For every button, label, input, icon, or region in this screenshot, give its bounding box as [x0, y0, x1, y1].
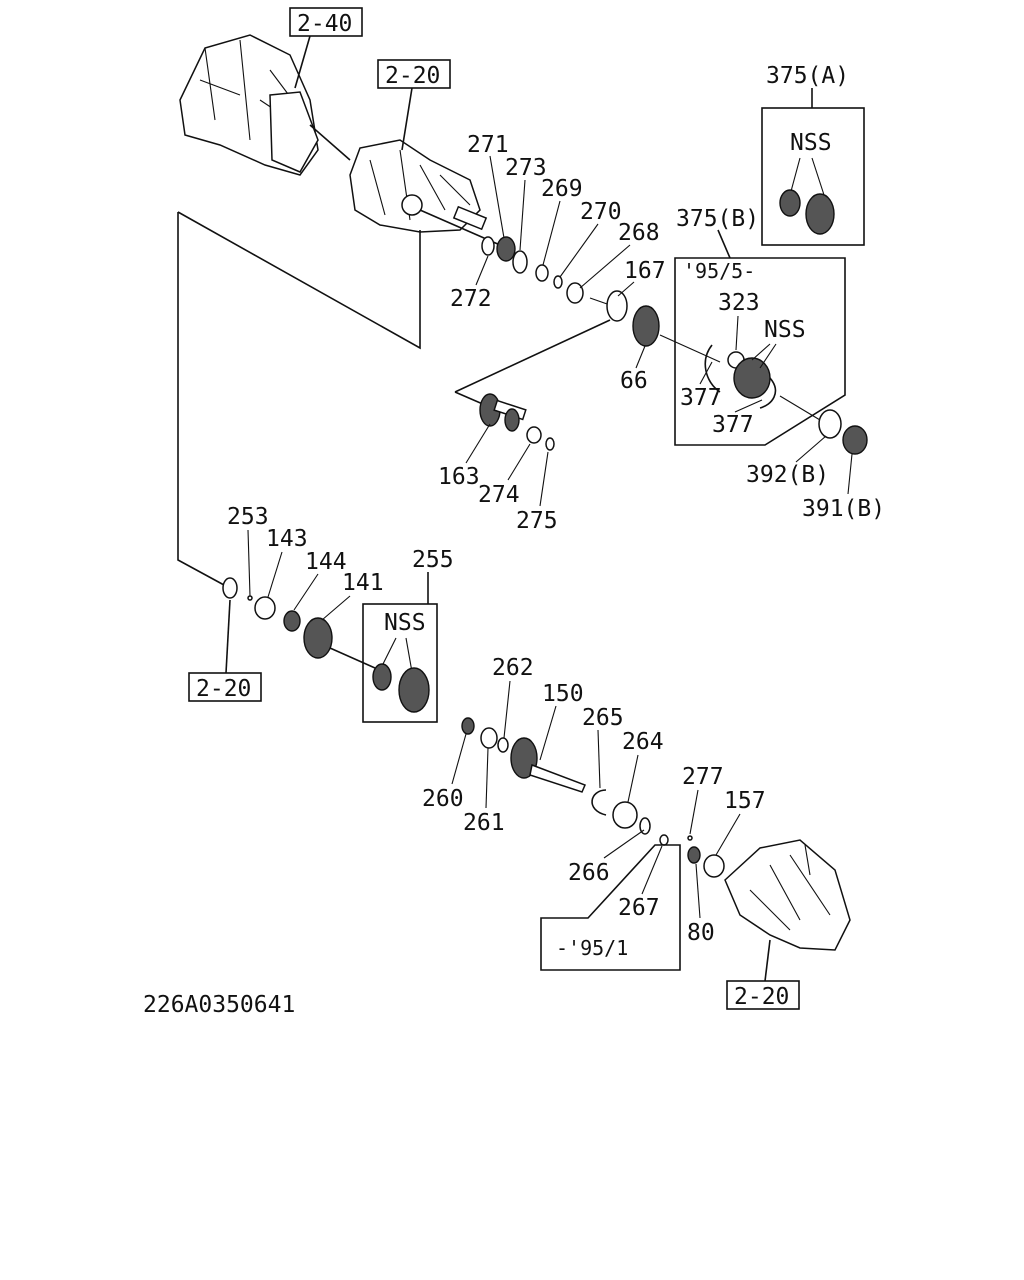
ref-box-2-40: 2-40: [289, 7, 363, 89]
group-375b-label: 375(B): [676, 206, 759, 232]
early-range-label: -'95/1: [556, 936, 628, 960]
part-261: 261: [463, 810, 505, 836]
part-265: 265: [582, 705, 624, 731]
part-144: 144: [305, 549, 347, 575]
part-377-b: 377: [712, 412, 754, 438]
group-375a-nss: NSS: [790, 130, 832, 156]
part-253: 253: [227, 504, 269, 530]
part-143: 143: [266, 526, 308, 552]
lower-shaft-parts: [222, 577, 725, 878]
group-255: 255 NSS: [362, 547, 454, 723]
ref-label-bottom-2-20: 2-20: [734, 984, 789, 1010]
ref-box-upper-2-20: 2-20: [377, 59, 451, 151]
part-157: 157: [724, 788, 766, 814]
group-375a-label: 375(A): [766, 63, 849, 89]
part-163: 163: [438, 464, 480, 490]
group-375b-nss: NSS: [764, 317, 806, 343]
part-269: 269: [541, 176, 583, 202]
part-141: 141: [342, 570, 384, 596]
part-80: 80: [687, 920, 715, 946]
group-early-range: -'95/1: [540, 844, 681, 971]
part-323: 323: [718, 290, 760, 316]
upper-shaft-parts: [481, 236, 868, 455]
part-271: 271: [467, 132, 509, 158]
ref-box-left-2-20: 2-20: [188, 599, 262, 702]
part-268: 268: [618, 220, 660, 246]
part-275: 275: [516, 508, 558, 534]
leader-left: [177, 212, 225, 586]
part-264: 264: [622, 729, 664, 755]
transmission-housing-drawing: [179, 34, 351, 176]
group-375b: 375(B) '95/5-: [674, 206, 846, 446]
group-255-label: 255: [412, 547, 454, 573]
ref-label-upper-2-20: 2-20: [385, 63, 440, 89]
figure-code: 226A0350641: [143, 992, 295, 1018]
part-labels: 271 273 269 270 268 272 167 66 323 NSS 3…: [227, 132, 885, 946]
leader-upper-case: [177, 211, 421, 350]
ref-box-bottom-2-20: 2-20: [726, 939, 800, 1010]
part-270: 270: [580, 199, 622, 225]
part-277: 277: [682, 764, 724, 790]
ref-label-2-40: 2-40: [297, 11, 352, 37]
part-167: 167: [624, 258, 666, 284]
part-150: 150: [542, 681, 584, 707]
part-267: 267: [618, 895, 660, 921]
part-391b: 391(B): [802, 496, 885, 522]
group-255-nss: NSS: [384, 610, 426, 636]
part-262: 262: [492, 655, 534, 681]
part-266: 266: [568, 860, 610, 886]
gear-case-drawing: [349, 139, 501, 246]
part-272: 272: [450, 286, 492, 312]
part-392b: 392(B): [746, 462, 829, 488]
part-273: 273: [505, 155, 547, 181]
part-274: 274: [478, 482, 520, 508]
leader-countershaft: [454, 319, 611, 393]
part-377-a: 377: [680, 385, 722, 411]
countershaft-drawing: [479, 393, 555, 451]
part-66: 66: [620, 368, 648, 394]
extension-housing-drawing: [724, 839, 851, 951]
group-375b-range: '95/5-: [683, 259, 755, 283]
ref-label-left-2-20: 2-20: [196, 676, 251, 702]
group-375a: 375(A) NSS: [761, 63, 865, 246]
part-260: 260: [422, 786, 464, 812]
